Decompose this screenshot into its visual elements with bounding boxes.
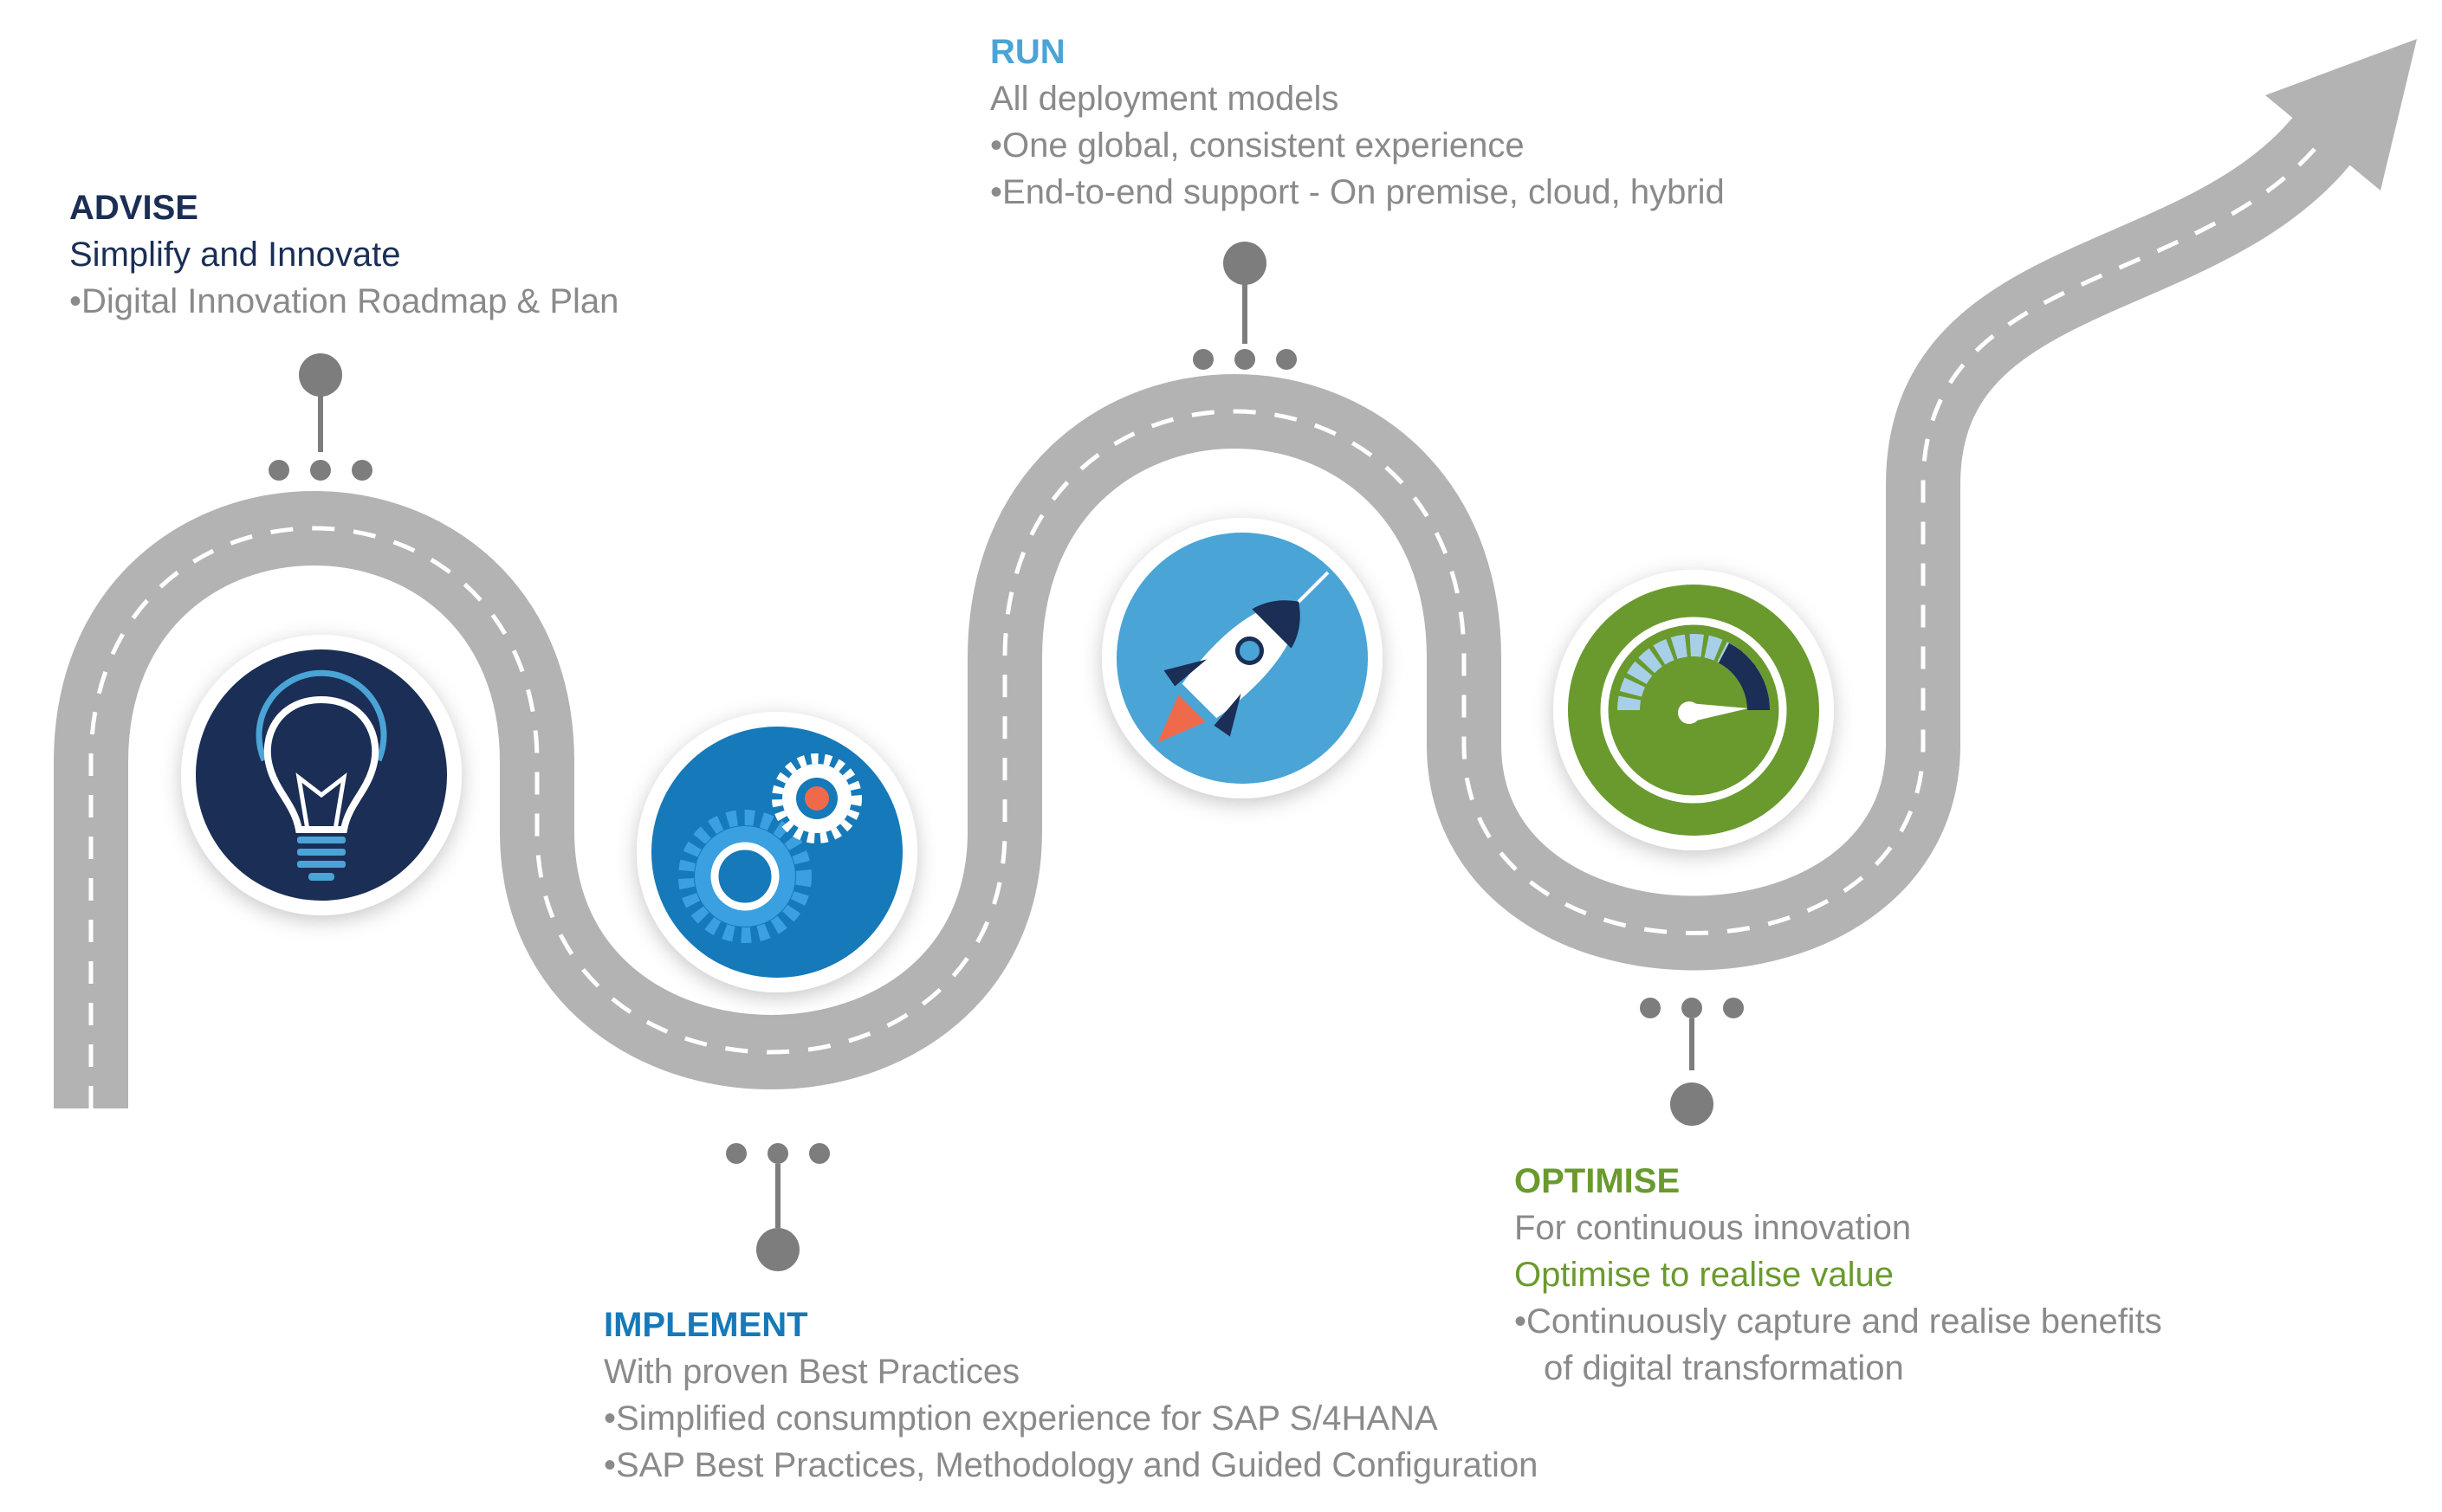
- implement-badge: [637, 712, 917, 992]
- lightbulb-icon: [256, 669, 387, 881]
- pin-implement: [726, 1143, 830, 1271]
- pin-run: [1193, 242, 1297, 370]
- gears-icon: [678, 753, 862, 943]
- road-arrowhead: [2265, 39, 2417, 191]
- run-bullet-1: One global, consistent experience: [990, 122, 1725, 169]
- optimise-accent-line: Optimise to realise value: [1514, 1256, 1894, 1294]
- optimise-text-block: OPTIMISE For continuous innovation Optim…: [1514, 1158, 2162, 1392]
- pin-advise: [269, 353, 372, 481]
- implement-bullet-1: Simplified consumption experience for SA…: [604, 1395, 1538, 1442]
- optimise-bullet-1: Continuously capture and realise benefit…: [1514, 1298, 2162, 1345]
- run-text-block: RUN All deployment models One global, co…: [990, 29, 1725, 216]
- implement-text-block: IMPLEMENT With proven Best Practices Sim…: [604, 1302, 1538, 1489]
- implement-title: IMPLEMENT: [604, 1306, 808, 1344]
- optimise-bullet-1-continued: of digital transformation: [1544, 1349, 1904, 1387]
- advise-text-block: ADVISE Simplify and Innovate Digital Inn…: [69, 184, 619, 325]
- implement-subtitle: With proven Best Practices: [604, 1353, 1020, 1391]
- optimise-subtitle: For continuous innovation: [1514, 1209, 1912, 1247]
- advise-bullet-1: Digital Innovation Roadmap & Plan: [69, 278, 619, 325]
- optimise-title: OPTIMISE: [1514, 1162, 1681, 1200]
- winding-road: [54, 39, 2417, 1108]
- run-badge: [1102, 518, 1383, 798]
- run-title: RUN: [990, 33, 1066, 71]
- rocket-icon: [1157, 571, 1330, 743]
- advise-title: ADVISE: [69, 189, 198, 227]
- run-bullet-2: End-to-end support - On premise, cloud, …: [990, 169, 1725, 216]
- advise-badge: [181, 635, 462, 915]
- implement-bullet-2: SAP Best Practices, Methodology and Guid…: [604, 1442, 1538, 1489]
- optimise-badge: [1553, 570, 1834, 850]
- run-subtitle: All deployment models: [990, 80, 1339, 118]
- speedometer-icon: [1600, 617, 1787, 804]
- pin-optimise: [1640, 998, 1744, 1126]
- advise-subtitle: Simplify and Innovate: [69, 236, 401, 274]
